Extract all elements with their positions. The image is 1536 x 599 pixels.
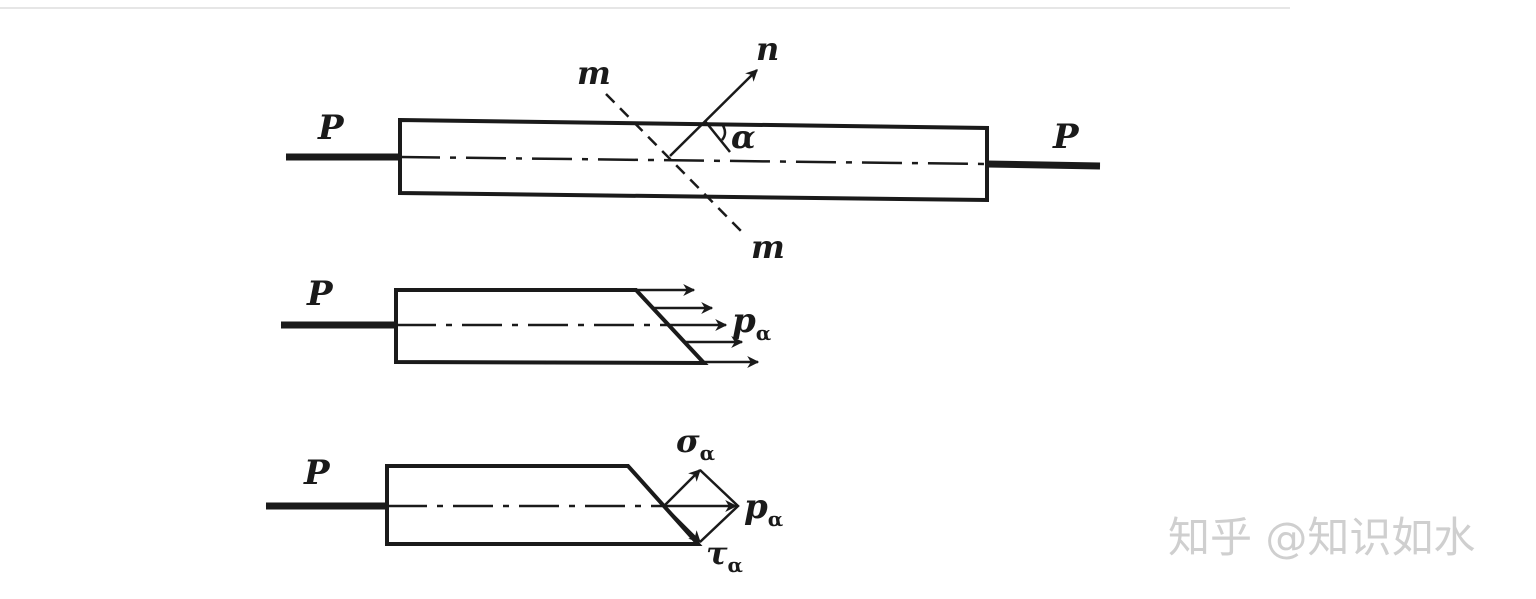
watermark: 知乎 @知识如水: [1168, 513, 1475, 562]
label-P: P: [306, 274, 334, 314]
label-n: n: [756, 30, 779, 68]
bar-cut-stress-figure: P pα: [280, 274, 771, 368]
force-arrow-right: [986, 160, 1101, 170]
label-m-top: m: [577, 54, 611, 92]
label-p-alpha: pα: [732, 301, 771, 345]
bar-cut-components-figure: P σα pα τα: [265, 422, 783, 577]
bar-cut-outline: [385, 464, 703, 546]
label-alpha: α: [731, 118, 756, 156]
sigma-arrow: [663, 469, 701, 507]
label-tau-alpha: τα: [706, 534, 743, 577]
bar-full-figure: P P m m n α: [285, 30, 1101, 266]
label-m-bottom: m: [751, 228, 785, 266]
label-sigma-alpha: σα: [676, 422, 715, 465]
section-line-m-m: [605, 93, 743, 233]
parallelogram-guides: [699, 469, 740, 543]
angle-marker: [704, 120, 731, 153]
bar-full-axis: [399, 155, 988, 166]
label-p-alpha: pα: [744, 487, 783, 531]
label-P-left: P: [317, 108, 345, 148]
label-P: P: [303, 453, 331, 493]
tau-arrow: [663, 505, 701, 543]
normal-arrow-n: [669, 69, 758, 157]
bar-cut-outline: [394, 288, 709, 366]
angle-arc: [720, 123, 727, 141]
label-P-right: P: [1052, 117, 1080, 157]
bar-full-outline: [398, 117, 989, 203]
